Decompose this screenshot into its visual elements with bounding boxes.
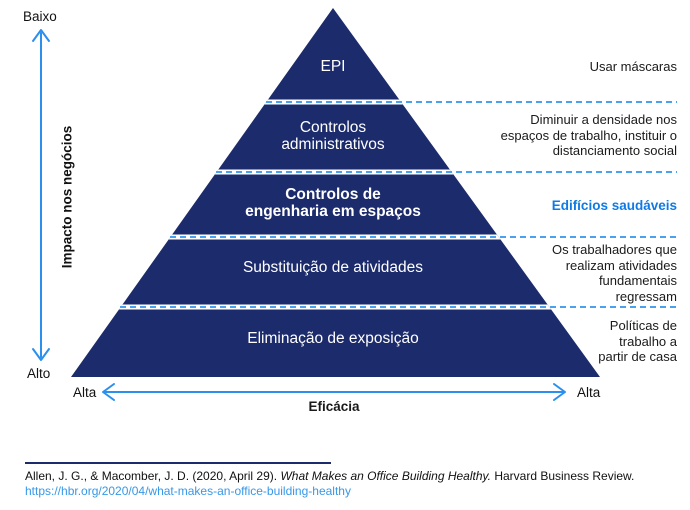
pyramid-level-elimination: Eliminação de exposição <box>247 330 419 347</box>
annotation-trabalhadores-regressam: Os trabalhadores que realizam atividades… <box>551 242 677 304</box>
y-axis-title: Impacto nos negócios <box>59 125 75 269</box>
citation-title: What Makes an Office Building Healthy. <box>280 469 491 483</box>
y-axis-bottom-label: Alto <box>27 366 51 381</box>
x-axis-right-label: Alta <box>577 385 601 400</box>
x-axis-title: Eficácia <box>308 399 360 414</box>
dashed-separator-lines <box>120 101 677 308</box>
annotation-usar-mascaras: Usar máscaras <box>589 59 677 74</box>
efficacy-axis-arrow <box>102 383 566 401</box>
pyramid-level-engineering-controls: Controlos de engenharia em espaços <box>245 186 421 220</box>
impact-axis-arrow <box>32 29 50 361</box>
footer-divider <box>25 462 331 464</box>
citation-link[interactable]: https://hbr.org/2020/04/what-makes-an-of… <box>25 484 351 498</box>
annotation-edificios-saudaveis: Edifícios saudáveis <box>551 198 677 213</box>
y-axis-top-label: Baixo <box>23 9 57 24</box>
pyramid-level-administrative-controls: Controlos administrativos <box>281 119 385 153</box>
annotation-diminuir-densidade: Diminuir a densidade nos espaços de trab… <box>500 112 677 158</box>
annotation-politicas-trabalho-casa: Políticas de trabalho a partir de casa <box>598 318 677 364</box>
citation-authors: Allen, J. G., & Macomber, J. D. (2020, A… <box>25 469 281 483</box>
x-axis-left-label: Alta <box>73 385 97 400</box>
citation-source: Harvard Business Review. <box>490 469 635 483</box>
citation-text: Allen, J. G., & Macomber, J. D. (2020, A… <box>25 469 675 483</box>
pyramid-shape <box>71 8 600 377</box>
pyramid-level-substitution: Substituição de atividades <box>242 259 424 276</box>
pyramid-level-epi: EPI <box>320 58 346 75</box>
